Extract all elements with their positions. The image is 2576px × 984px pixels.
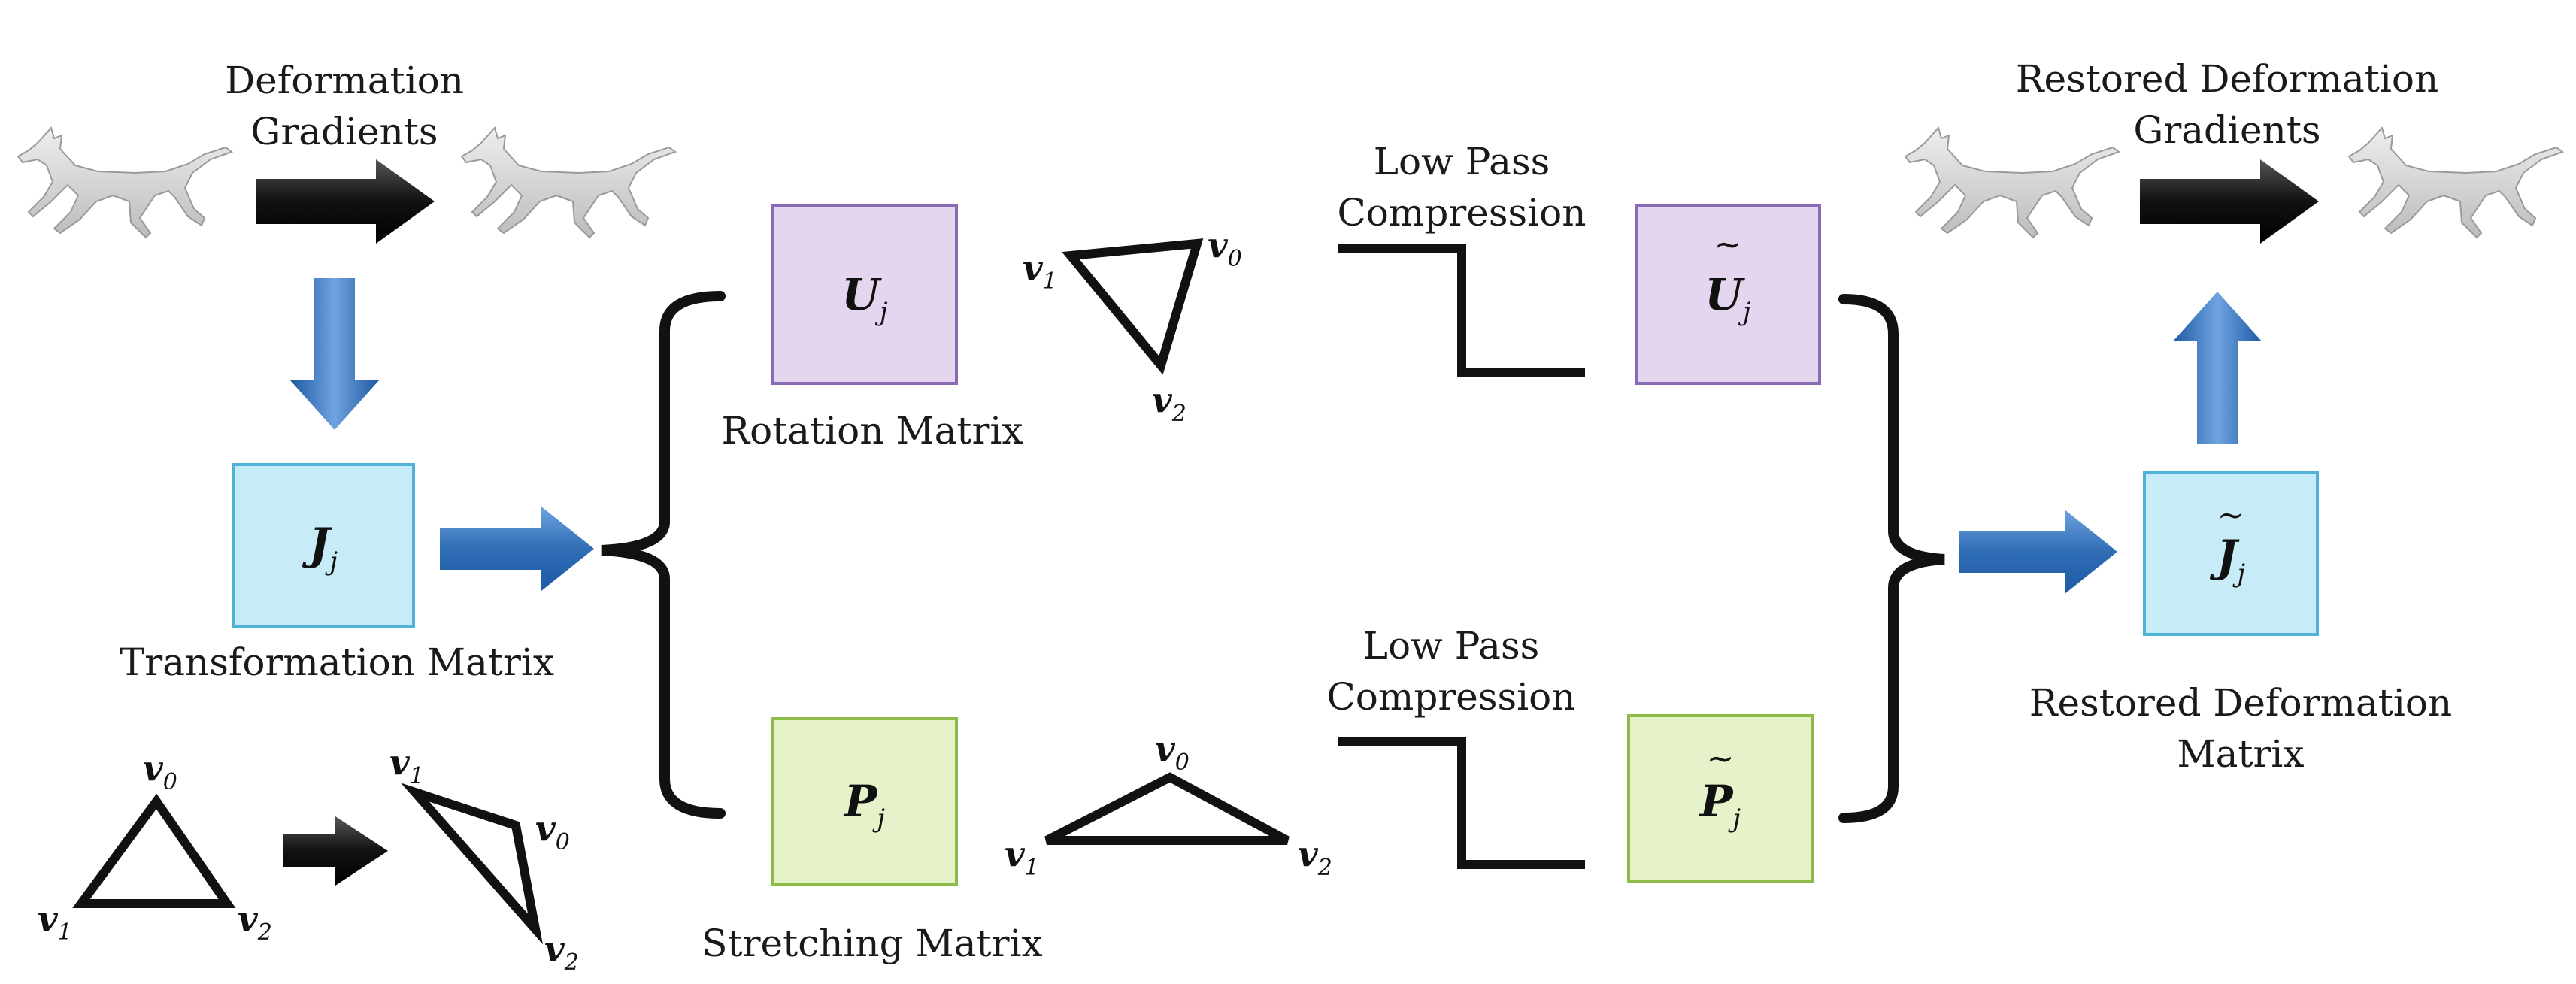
tilde-mark: ~: [1714, 226, 1742, 264]
low-pass-label: Low Pass: [1363, 624, 1540, 668]
right-arrow-icon: [256, 159, 435, 244]
rotation-matrix-box: Uj: [771, 204, 958, 385]
matrix-symbol: U: [1705, 269, 1745, 320]
restored-gradients-label: Gradients: [2133, 108, 2320, 152]
matrix-symbol: U: [841, 269, 882, 320]
deformed-triangle-icon: [400, 783, 543, 945]
restored-rotation-matrix-box: ~ Uj: [1635, 204, 1821, 385]
right-arrow-icon: [2140, 159, 2319, 244]
tilde-mark: ~: [1707, 740, 1735, 778]
stretching-matrix-box: Pj: [771, 717, 958, 886]
restored-gradients-label: Restored Deformation: [2016, 57, 2438, 101]
horse-input-2-icon: [461, 127, 676, 238]
restored-stretching-matrix-box: ~ Pj: [1627, 714, 1814, 883]
restored-deformation-matrix-box: ~ Jj: [2143, 471, 2319, 636]
right-arrow-icon: [440, 507, 594, 591]
transformation-matrix-label: Transformation Matrix: [120, 640, 554, 684]
horse-output-1-icon: [1905, 127, 2120, 238]
vertex-label-v2: v2: [544, 928, 579, 976]
vertex-label-v2: v2: [238, 898, 272, 946]
rotation-triangle-icon: [1062, 238, 1204, 375]
horse-output-2-icon: [2348, 127, 2563, 238]
right-arrow-icon: [283, 816, 388, 886]
vertex-label-v0: v0: [1155, 728, 1190, 776]
tilde-mark: ~: [2217, 496, 2245, 534]
up-arrow-icon: [2173, 292, 2262, 444]
vertex-label-v1: v1: [38, 898, 72, 946]
svg-text:Pj: Pj: [843, 776, 886, 834]
stretching-triangle-icon: [1044, 772, 1290, 845]
original-triangle-icon: [72, 793, 236, 908]
low-pass-label: Low Pass: [1374, 140, 1550, 183]
matrix-symbol: P: [1699, 776, 1734, 827]
compression-label: Compression: [1338, 191, 1587, 235]
rotation-matrix-label: Rotation Matrix: [721, 409, 1023, 453]
vertex-label-v2: v2: [1152, 380, 1186, 427]
low-pass-step-icon: [1338, 244, 1585, 377]
svg-text:Uj: Uj: [1705, 269, 1751, 327]
svg-text:Pj: Pj: [1699, 776, 1741, 834]
down-arrow-icon: [290, 278, 379, 430]
restored-matrix-label: Matrix: [2177, 732, 2304, 776]
low-pass-step-icon: [1338, 737, 1585, 869]
horse-input-1-icon: [17, 127, 232, 238]
vertex-label-v0: v0: [535, 808, 570, 855]
stretching-matrix-label: Stretching Matrix: [702, 922, 1042, 965]
deformation-gradients-label: Deformation: [225, 59, 464, 102]
svg-text:Uj: Uj: [841, 269, 888, 327]
vertex-label-v2: v2: [1298, 834, 1332, 881]
compression-label: Compression: [1327, 675, 1576, 719]
vertex-label-v0: v0: [1208, 225, 1242, 272]
vertex-label-v0: v0: [143, 748, 177, 795]
transformation-matrix-box: Jj: [232, 463, 415, 628]
right-arrow-icon: [1959, 510, 2117, 594]
deformation-gradients-label: Gradients: [250, 110, 438, 153]
vertex-label-v1: v1: [1005, 834, 1039, 881]
vertex-label-v1: v1: [1023, 247, 1057, 295]
split-brace-icon: [601, 291, 726, 819]
vertex-label-v1: v1: [389, 742, 424, 789]
merge-brace-icon: [1838, 294, 1945, 823]
restored-matrix-label: Restored Deformation: [2029, 681, 2452, 725]
matrix-symbol: P: [843, 776, 878, 827]
